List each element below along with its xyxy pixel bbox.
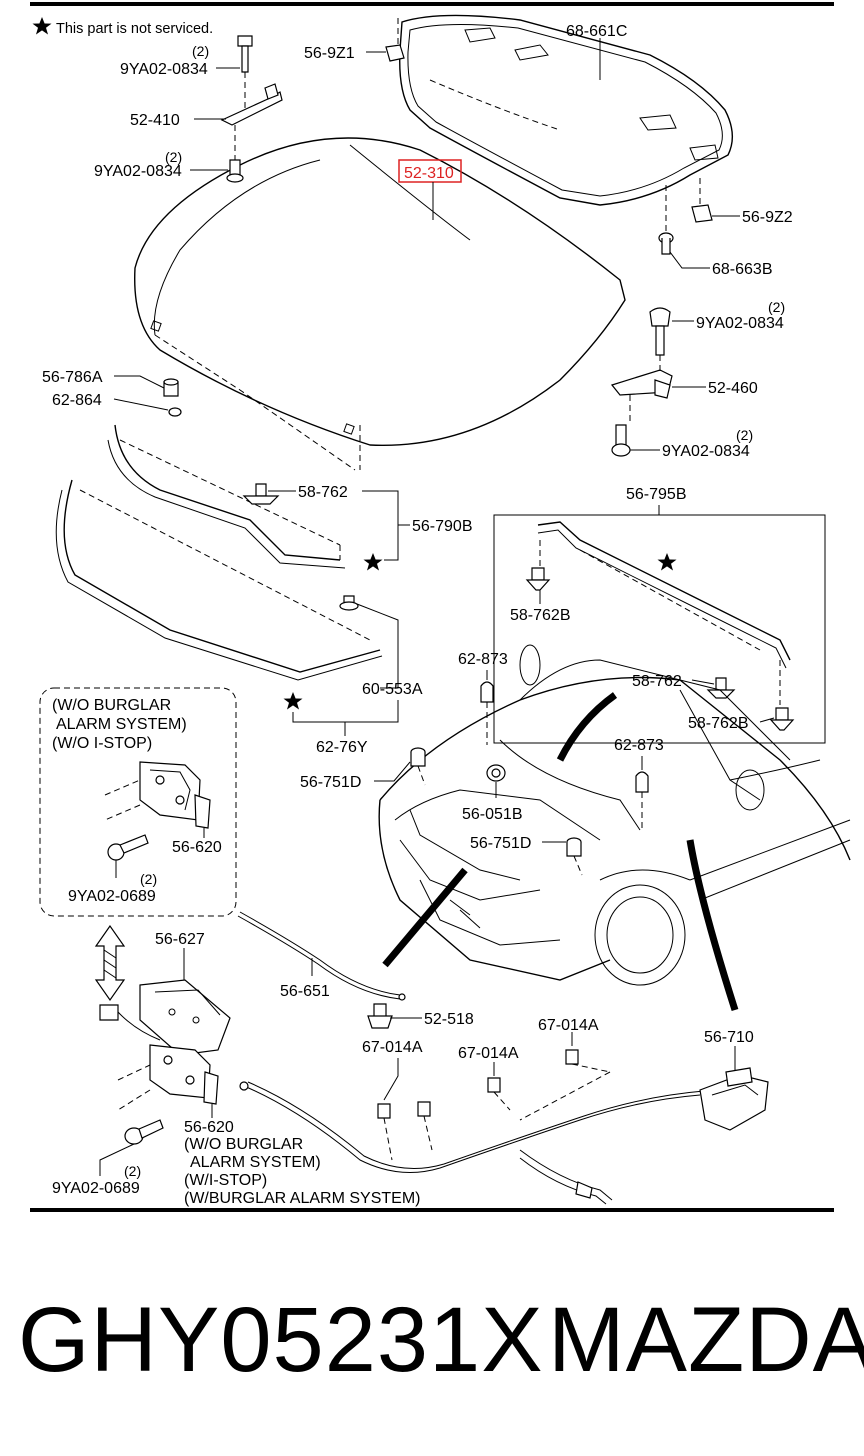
seal-box-56-795B	[493, 505, 826, 744]
label-56-651: 56-651	[280, 983, 330, 1000]
variant-note-line2: ALARM SYSTEM)	[190, 1154, 321, 1171]
clip-52-518	[367, 1003, 393, 1029]
label-52-518: 52-518	[424, 1011, 474, 1028]
label-58-762-b: 58-762	[632, 673, 682, 690]
variant-box	[39, 687, 237, 917]
label-56-710: 56-710	[704, 1029, 754, 1046]
double-arrow-icon	[94, 924, 126, 1002]
clip-67-014A-c	[519, 1049, 611, 1121]
hood-seal-upper	[107, 424, 346, 569]
footer: GHY05231X MAZDA	[0, 1290, 864, 1410]
car-illustration	[378, 644, 851, 1012]
label-56-627: 56-627	[155, 931, 205, 948]
not-serviced-note: This part is not serviced.	[56, 21, 213, 37]
label-60-553A: 60-553A	[362, 681, 423, 698]
part-number: GHY05231X	[18, 1289, 544, 1391]
front-seal	[55, 479, 383, 681]
qty-a: (2)	[192, 43, 209, 59]
release-cable	[239, 1081, 705, 1205]
variant-box-line1: (W/O BURGLAR	[52, 697, 171, 714]
label-67-014A-b: 67-014A	[458, 1045, 519, 1062]
label-62-873-b: 62-873	[614, 737, 664, 754]
stopper-62-873-a	[480, 681, 494, 745]
label-bolt-d: 9YA02-0834	[662, 443, 750, 460]
variant-box-line3: (W/O I-STOP)	[52, 735, 152, 752]
label-67-014A-a: 67-014A	[362, 1039, 423, 1056]
qty-d: (2)	[736, 427, 753, 443]
label-68-661C: 68-661C	[566, 23, 627, 40]
label-56-751D-a: 56-751D	[300, 774, 361, 791]
clip-67-014A-b	[487, 1077, 511, 1111]
qty-e: (2)	[140, 871, 157, 887]
hinge-right	[610, 307, 673, 457]
label-56-051B: 56-051B	[462, 806, 523, 823]
label-56-620-a: 56-620	[172, 839, 222, 856]
clip-60-553A	[339, 595, 359, 611]
label-bolt-a: 9YA02-0834	[120, 61, 208, 78]
bolt-f	[124, 1119, 164, 1145]
variant-box-line2: ALARM SYSTEM)	[56, 716, 187, 733]
variant-note-line3: (W/I-STOP)	[184, 1172, 267, 1189]
label-62-864: 62-864	[52, 392, 102, 409]
cable-56-651	[237, 911, 406, 1001]
stopper-56-751D-b	[566, 837, 583, 876]
label-58-762B-b: 58-762B	[688, 715, 749, 732]
latch-cover-56-627	[139, 979, 231, 1056]
label-56-9Z2: 56-9Z2	[742, 209, 793, 226]
hood-latch-b	[99, 1004, 219, 1111]
star-icon-box	[657, 553, 677, 571]
bottom-rule	[30, 1208, 834, 1212]
label-56-751D-b: 56-751D	[470, 835, 531, 852]
qty-b: (2)	[165, 149, 182, 165]
clip-67-014A-a	[377, 1101, 433, 1161]
highlight-52-310	[398, 159, 462, 183]
variant-note-line1: (W/O BURGLAR	[184, 1136, 303, 1153]
label-bolt-f: 9YA02-0689	[52, 1180, 140, 1197]
label-62-76Y: 62-76Y	[316, 739, 368, 756]
label-52-310: 52-310	[404, 165, 454, 182]
release-lever-56-710	[699, 1067, 769, 1131]
label-56-795B: 56-795B	[626, 486, 687, 503]
label-bolt-c: 9YA02-0834	[696, 315, 784, 332]
bumper-stop	[163, 378, 182, 417]
clip-68-663B	[658, 185, 674, 255]
star-icon-front	[283, 692, 303, 710]
qty-f: (2)	[124, 1163, 141, 1179]
label-52-410: 52-410	[130, 112, 180, 129]
label-58-762-a: 58-762	[298, 484, 348, 501]
star-icon-seal	[363, 553, 383, 571]
clip-56-9Z1	[385, 18, 405, 62]
label-56-786A: 56-786A	[42, 369, 103, 386]
star-icon	[32, 17, 52, 35]
variant-note-line4: (W/BURGLAR ALARM SYSTEM)	[184, 1190, 420, 1207]
label-bolt-b: 9YA02-0834	[94, 163, 182, 180]
stopper-56-751D-a	[410, 747, 426, 786]
hood-panel	[134, 137, 626, 471]
qty-c: (2)	[768, 299, 785, 315]
clip-56-9Z2	[691, 178, 713, 223]
label-56-620-b: 56-620	[184, 1119, 234, 1136]
label-62-873-a: 62-873	[458, 651, 508, 668]
label-56-790B: 56-790B	[412, 518, 473, 535]
bolt-e	[107, 834, 149, 861]
hood-latch-a	[104, 761, 211, 829]
label-52-460: 52-460	[708, 380, 758, 397]
label-68-663B: 68-663B	[712, 261, 773, 278]
label-67-014A-c: 67-014A	[538, 1017, 599, 1034]
stopper-62-873-b	[635, 771, 649, 830]
hood-insulator	[399, 14, 733, 206]
label-bolt-e: 9YA02-0689	[68, 888, 156, 905]
brand-name: MAZDA	[548, 1289, 864, 1391]
label-58-762B-a: 58-762B	[510, 607, 571, 624]
clip-58-762-a	[242, 483, 280, 505]
label-56-9Z1: 56-9Z1	[304, 45, 355, 62]
grommet-56-051B	[486, 764, 506, 782]
top-rule	[30, 2, 834, 6]
hinge-left	[220, 35, 283, 183]
